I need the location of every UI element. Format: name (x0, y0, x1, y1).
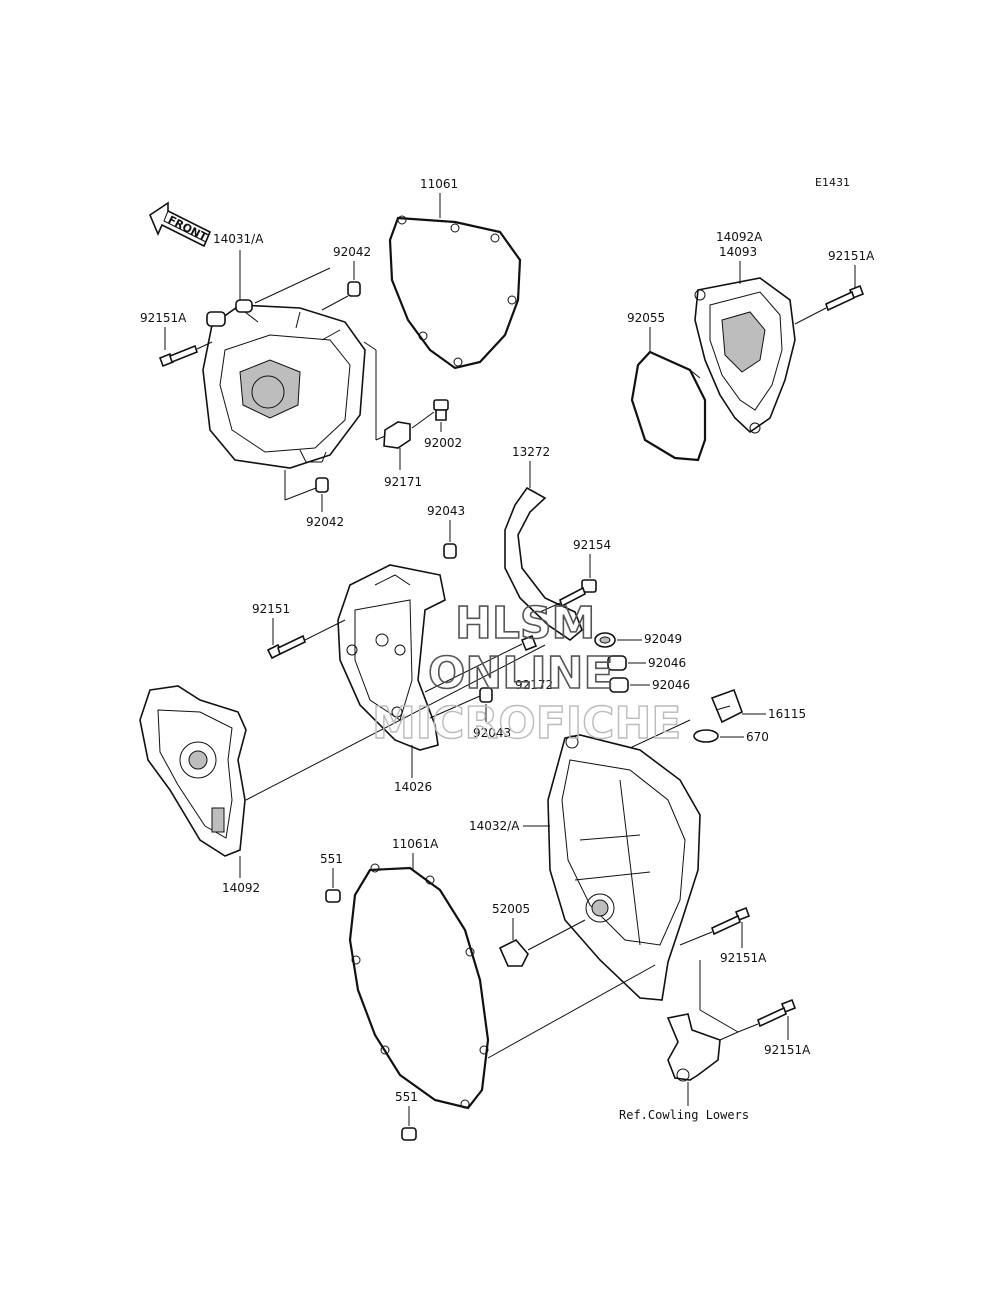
part-52005 (498, 919, 586, 967)
label-92046-b: 92046 (652, 678, 690, 692)
label-14092: 14092 (222, 881, 260, 895)
label-16115: 16115 (768, 707, 806, 721)
dowel-92043-bottom (429, 687, 493, 719)
label-92043-top: 92043 (427, 504, 465, 518)
oring-670 (693, 729, 744, 743)
seal-92046-b (609, 677, 650, 693)
dowel-92043-top (443, 543, 457, 559)
label-92154: 92154 (573, 538, 611, 552)
gasket-11061a (348, 863, 656, 1110)
label-92151a-low: 92151A (764, 1043, 811, 1057)
bolt-92154 (539, 579, 597, 613)
label-92171: 92171 (384, 475, 422, 489)
generator-cover (202, 299, 366, 469)
bolt-92151a-left (158, 341, 213, 368)
label-11061: 11061 (420, 177, 458, 191)
label-551-top: 551 (320, 852, 343, 866)
bolt-92151a-mid (679, 906, 751, 946)
bolt-92151a-low (737, 998, 797, 1033)
bolt-92151 (266, 619, 346, 660)
watermark-line2: ONLINE (428, 648, 614, 699)
cap-16115 (710, 688, 766, 724)
label-92151a-left: 92151A (140, 311, 187, 325)
label-670: 670 (746, 730, 769, 744)
dowel-92042-top (254, 267, 361, 311)
watermark-line1: HLSM (455, 598, 595, 649)
label-52005: 52005 (492, 902, 530, 916)
label-92002: 92002 (424, 436, 462, 450)
label-92172: 92172 (515, 678, 553, 692)
watermark: HLSM ONLINE MICROFICHE (371, 597, 682, 750)
clip-92172 (424, 634, 538, 693)
dowel-551-top (325, 889, 341, 903)
diagram-code: E1431 (815, 176, 850, 189)
plate-13272 (504, 486, 583, 642)
label-92042-bottom: 92042 (306, 515, 344, 529)
clamp-92171 (363, 341, 411, 470)
label-92042-top: 92042 (333, 245, 371, 259)
label-14026: 14026 (394, 780, 432, 794)
cover-14032 (547, 719, 701, 1001)
label-92049: 92049 (644, 632, 682, 646)
label-11061a: 11061A (392, 837, 439, 851)
bracket-ref-cowling (666, 960, 739, 1082)
label-551-bottom: 551 (395, 1090, 418, 1104)
label-14093: 14093 (719, 245, 757, 259)
front-arrow-icon: FRONT (149, 201, 212, 248)
gasket-11061 (388, 215, 522, 370)
dowel-551-bottom (401, 1127, 417, 1141)
cover-14092 (139, 644, 546, 857)
label-92151a-mid: 92151A (720, 951, 767, 965)
gasket-92055 (630, 350, 707, 462)
seal-92046-a (607, 655, 646, 671)
bolt-92002 (411, 399, 449, 432)
label-92046-a: 92046 (648, 656, 686, 670)
watermark-line3: MICROFICHE (372, 698, 681, 749)
label-14031: 14031/A (213, 232, 264, 246)
label-92043-bottom: 92043 (473, 726, 511, 740)
cover-14092a (694, 277, 796, 434)
label-13272: 13272 (512, 445, 550, 459)
bolt-92151a-right-top (794, 284, 865, 325)
seal-92049 (594, 632, 642, 648)
label-ref-cowling: Ref.Cowling Lowers (619, 1108, 749, 1122)
cover-14026 (337, 564, 446, 751)
label-92151: 92151 (252, 602, 290, 616)
label-92151a-right-top: 92151A (828, 249, 875, 263)
label-14032: 14032/A (469, 819, 520, 833)
label-92055: 92055 (627, 311, 665, 325)
label-14092a: 14092A (716, 230, 763, 244)
dowel-92042-bottom (284, 470, 329, 501)
